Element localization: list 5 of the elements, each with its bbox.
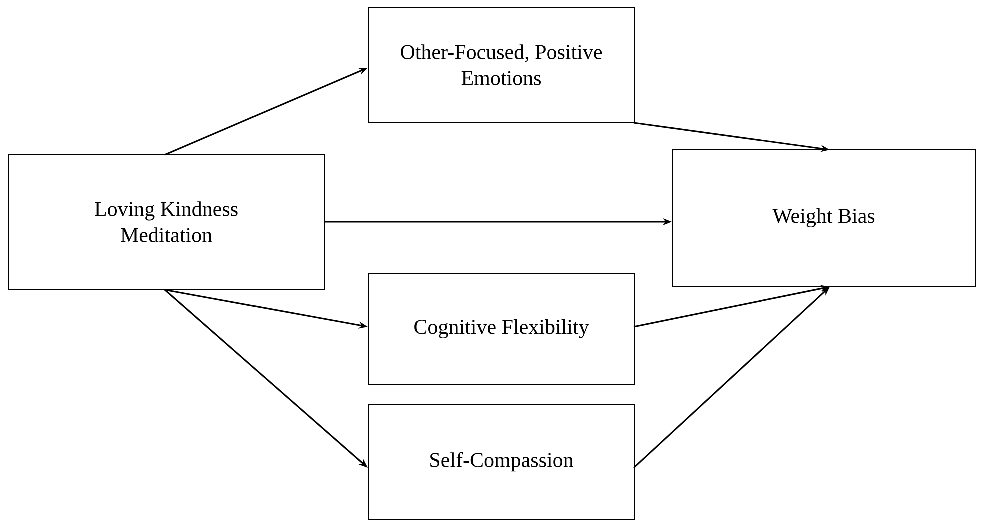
process-box: Loving Kindness Meditation	[8, 154, 325, 290]
process-box: Cognitive Flexibility	[368, 272, 635, 385]
process-box: Weight Bias	[672, 149, 976, 287]
process-box: Other-Focused, Positive Emotions	[368, 7, 635, 123]
process-box: Self-Compassion	[368, 404, 635, 520]
